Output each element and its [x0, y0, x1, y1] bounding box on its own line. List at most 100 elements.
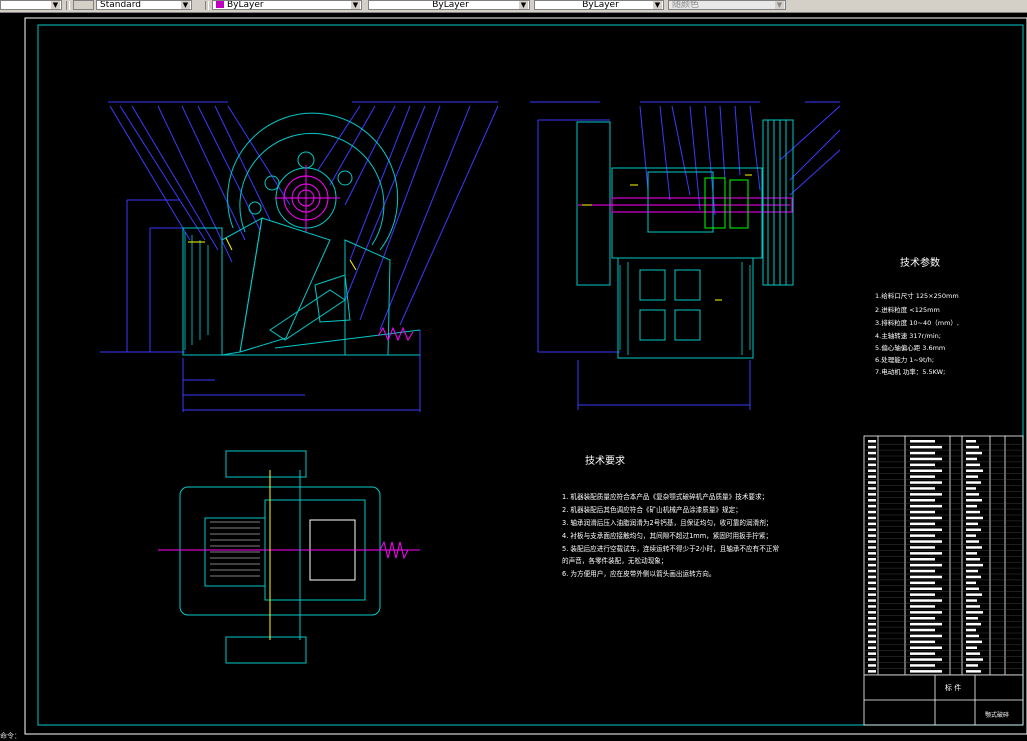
outer-border [24, 17, 1027, 735]
text-style-icon[interactable] [73, 0, 94, 10]
parts-row-mark [910, 528, 942, 531]
drawing-canvas[interactable]: 技术参数 1.给料口尺寸 125×250mm 2.进料粒度 <125mm 3.排… [0, 12, 1027, 738]
parts-row-mark [910, 481, 942, 484]
parts-row-mark [966, 587, 979, 590]
chevron-down-icon[interactable]: ▼ [51, 1, 60, 9]
parts-row-mark [868, 534, 876, 537]
chevron-down-icon[interactable]: ▼ [181, 1, 190, 9]
parts-row-mark [868, 469, 876, 472]
parts-row-mark [868, 487, 876, 490]
side-view [530, 101, 841, 410]
side-inner-3 [639, 309, 666, 341]
plan-view [158, 450, 420, 664]
parts-row-mark [966, 475, 978, 478]
parts-row-mark [910, 546, 935, 549]
chevron-down-icon[interactable]: ▼ [351, 1, 360, 9]
parts-row-mark [868, 481, 876, 484]
parts-row-mark [966, 593, 982, 596]
parts-row-mark [868, 504, 876, 508]
parts-row-mark [966, 451, 982, 455]
tension-rod [274, 329, 421, 349]
plot-style-combo[interactable]: 随颜色 ▼ [668, 0, 786, 10]
side-leader-lines [530, 101, 841, 410]
style-combo-partial[interactable]: ▼ [0, 0, 62, 10]
parts-row-mark [910, 558, 935, 561]
parts-row-mark [966, 510, 980, 514]
tech-param-line: 7.电动机 功率：5.5KW; [875, 367, 945, 376]
parts-row-mark [966, 487, 976, 490]
parts-row-mark [910, 457, 942, 461]
lineweight-combo[interactable]: ByLayer ▼ [534, 0, 664, 10]
plot-style-value: 随颜色 [672, 0, 700, 10]
tech-param-line: 3.排料粒度 10~40（mm）, [875, 318, 959, 327]
parts-row-mark [868, 563, 876, 567]
parts-row-mark [868, 611, 876, 614]
parts-row-mark [868, 593, 876, 596]
tech-params-title: 技术参数 [900, 256, 940, 269]
parts-row-mark [910, 658, 942, 661]
parts-row-mark [910, 534, 935, 537]
parts-row-mark [910, 516, 942, 520]
parts-row-mark [910, 475, 935, 478]
shaft-housing [647, 171, 714, 233]
parts-row-mark [910, 652, 935, 655]
side-frame [617, 257, 754, 359]
parts-row-mark [910, 445, 942, 449]
command-line[interactable]: 命令： [0, 732, 21, 740]
parts-row-mark [966, 634, 979, 638]
frame-right [344, 239, 391, 356]
toolbar-separator [205, 1, 209, 10]
parts-row-mark [966, 658, 983, 661]
parts-row-mark [910, 646, 942, 649]
shaft [611, 197, 793, 213]
parts-row-mark [966, 469, 983, 472]
parts-row-mark [868, 664, 876, 667]
parts-row-mark [868, 558, 876, 561]
color-value: ByLayer [227, 0, 264, 10]
color-combo[interactable]: ByLayer ▼ [212, 0, 362, 10]
title-block-drawing-label: 颚式破碎 [985, 711, 1009, 719]
tech-requirements-block: 技术要求 1. 机器装配质量应符合本产品《复杂颚式破碎机产品质量》技术要求； 2… [562, 454, 779, 578]
parts-row-mark [868, 652, 876, 655]
side-inner-1 [639, 269, 666, 301]
linetype-combo[interactable]: ByLayer ▼ [368, 0, 530, 10]
plan-base [179, 486, 381, 616]
toolbar-separator [66, 1, 70, 10]
tech-params-block: 技术参数 1.给料口尺寸 125×250mm 2.进料粒度 <125mm 3.排… [875, 256, 959, 376]
parts-row-mark [910, 634, 942, 638]
parts-list-rows [864, 440, 1023, 675]
parts-row-mark [868, 599, 876, 602]
parts-row-mark [868, 640, 876, 644]
parts-row-mark [910, 605, 935, 608]
text-style-combo[interactable]: Standard ▼ [96, 0, 192, 10]
parts-row-mark [966, 569, 978, 573]
parts-row-mark [868, 546, 876, 549]
tech-req-line: 的声音，各零件装配，无松动现象； [562, 556, 668, 565]
tech-req-line: 2. 机器装配后其色调应符合《矿山机械产品涂漆质量》规定； [562, 505, 742, 514]
parts-row-mark [966, 670, 981, 673]
parts-row-mark [868, 445, 876, 449]
parts-row-mark [868, 463, 876, 467]
chevron-down-icon[interactable]: ▼ [653, 1, 662, 9]
parts-row-mark [868, 540, 876, 543]
parts-row-mark [868, 493, 876, 496]
side-inner-4 [674, 309, 701, 341]
parts-row-mark [868, 569, 876, 573]
parts-row-mark [910, 522, 935, 526]
text-style-value: Standard [100, 0, 141, 10]
parts-row-mark [910, 540, 942, 543]
side-frame-hatch [619, 262, 751, 355]
parts-row-mark [910, 563, 942, 567]
parts-row-mark [966, 546, 982, 549]
parts-row-mark [868, 457, 876, 461]
side-inner-2 [674, 269, 701, 301]
bearing-block [611, 167, 763, 259]
chevron-down-icon[interactable]: ▼ [519, 1, 528, 9]
parts-row-mark [868, 499, 876, 502]
tech-req-line: 1. 机器装配质量应符合本产品《复杂颚式破碎机产品质量》技术要求； [562, 492, 768, 501]
parts-row-mark [868, 451, 876, 455]
chevron-down-icon[interactable]: ▼ [775, 1, 784, 9]
parts-row-mark [966, 558, 980, 561]
parts-row-mark [966, 611, 983, 614]
parts-row-mark [910, 617, 935, 620]
